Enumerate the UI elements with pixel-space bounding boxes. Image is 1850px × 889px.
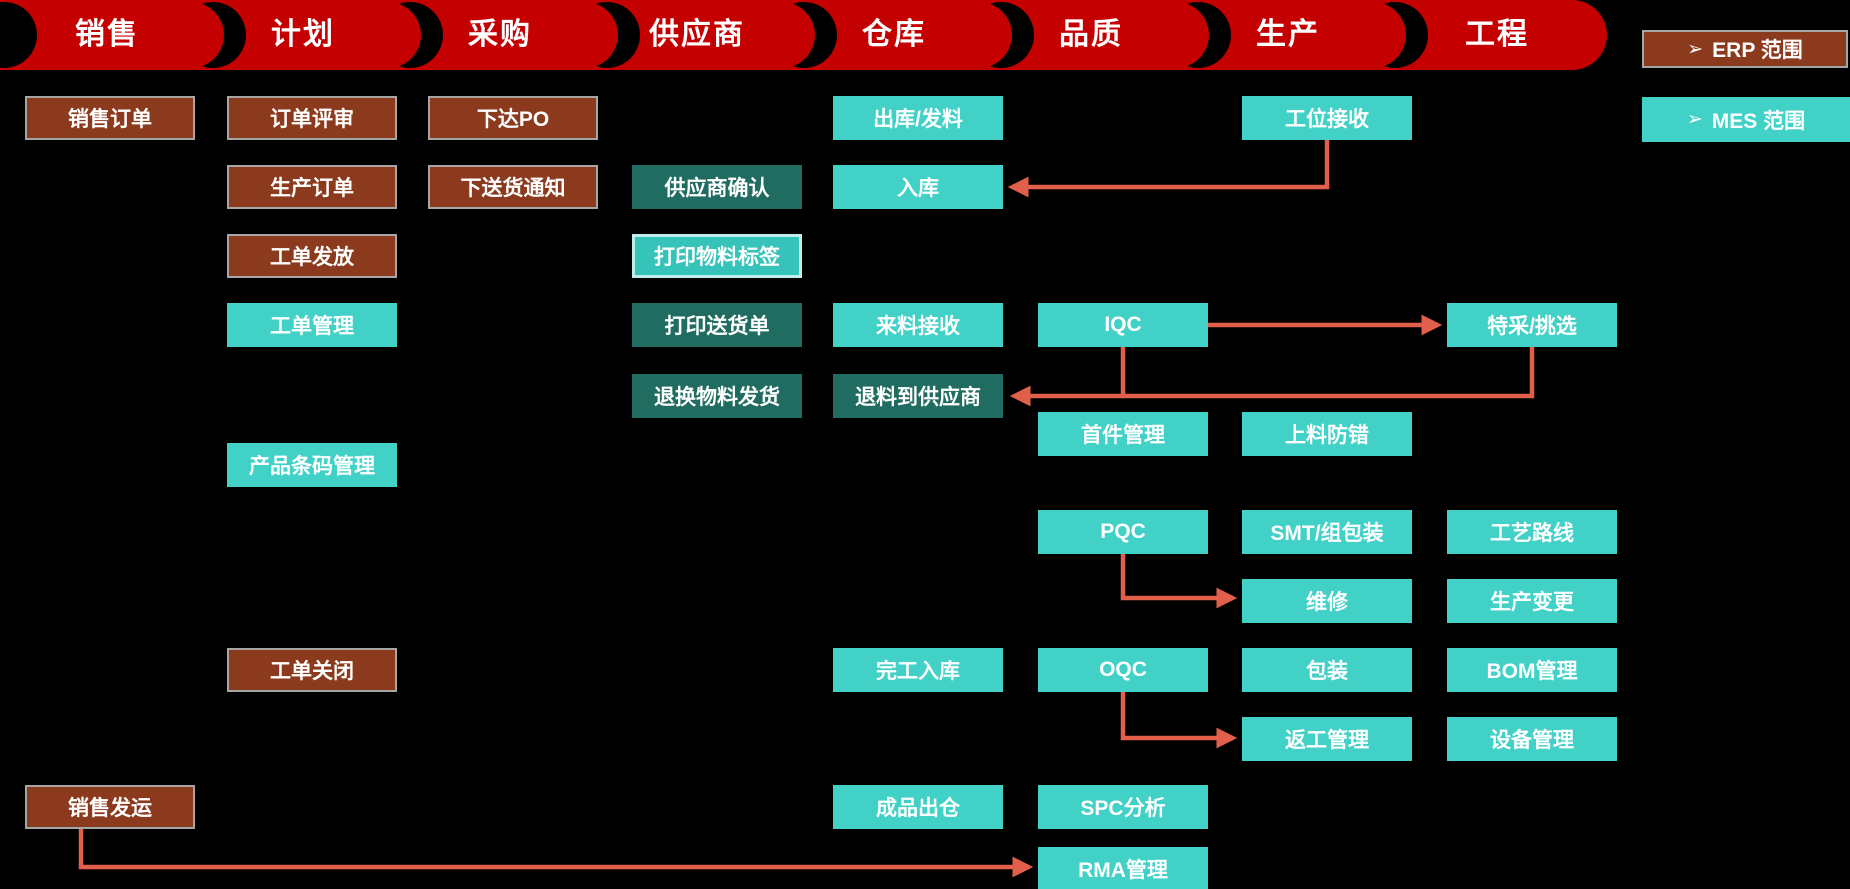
flow-box: 入库: [833, 165, 1003, 209]
header-chevron-icon: [355, 2, 421, 68]
flow-box: BOM管理: [1447, 648, 1617, 692]
flow-box: 包装: [1242, 648, 1412, 692]
legend-label: MES 范围: [1711, 109, 1806, 133]
flow-box: 来料接收: [833, 303, 1003, 347]
arrow-special-pick-to-return-supplier: [1009, 347, 1535, 407]
header-chevron-icon: [552, 2, 618, 68]
flow-box: 下达PO: [428, 96, 598, 140]
flow-box: PQC: [1038, 510, 1208, 554]
flow-box: SMT/组包装: [1242, 510, 1412, 554]
header-label: 品质: [1059, 18, 1123, 51]
arrowhead-bullet-icon: ➢: [1687, 38, 1704, 60]
header-chevron-icon: [749, 2, 815, 68]
flow-box: SPC分析: [1038, 785, 1208, 829]
arrow-station-receive-to-instock: [1007, 140, 1330, 198]
header-chevron-icon: [158, 2, 224, 68]
flow-box: 设备管理: [1447, 717, 1617, 761]
header-label: 仓库: [862, 18, 926, 51]
header-chevron-icon: [946, 2, 1012, 68]
flow-box: 工单管理: [227, 303, 397, 347]
header-label: 工程: [1465, 18, 1529, 51]
flow-box: 上料防错: [1242, 412, 1412, 456]
flow-box: 订单评审: [227, 96, 397, 140]
flow-box: 工单关闭: [227, 648, 397, 692]
flow-box: 首件管理: [1038, 412, 1208, 456]
flow-box: OQC: [1038, 648, 1208, 692]
flow-box: 返工管理: [1242, 717, 1412, 761]
flow-box: 成品出仓: [833, 785, 1003, 829]
header-label: 生产: [1256, 18, 1320, 51]
flow-box: 退料到供应商: [833, 374, 1003, 418]
arrow-pqc-to-repair: [1120, 554, 1238, 609]
legend-item-mes: ➢ MES 范围: [1642, 97, 1850, 142]
header-label: 计划: [271, 18, 335, 51]
flow-box: 销售发运: [25, 785, 195, 829]
header-label: 销售: [75, 18, 139, 51]
arrow-sales-ship-to-rma: [78, 829, 1034, 878]
flow-box: 退换物料发货: [632, 374, 802, 418]
header-chevron-icon: [1143, 2, 1209, 68]
legend-label: ERP 范围: [1712, 39, 1803, 62]
flow-box: IQC: [1038, 303, 1208, 347]
flow-box: 完工入库: [833, 648, 1003, 692]
flow-box: 工单发放: [227, 234, 397, 278]
flow-box: 生产变更: [1447, 579, 1617, 623]
flow-box: 特采/挑选: [1447, 303, 1617, 347]
flow-box: 维修: [1242, 579, 1412, 623]
flow-box: 下送货通知: [428, 165, 598, 209]
flow-box: 打印物料标签: [632, 234, 802, 278]
flow-box: 供应商确认: [632, 165, 802, 209]
flow-box: 产品条码管理: [227, 443, 397, 487]
header-label: 供应商: [649, 18, 745, 51]
legend-item-erp: ➢ ERP 范围: [1642, 30, 1848, 68]
arrow-oqc-to-rework: [1120, 692, 1238, 749]
flow-box: 工位接收: [1242, 96, 1412, 140]
header-chevron-icon: [1340, 2, 1406, 68]
flow-box: 销售订单: [25, 96, 195, 140]
header-label: 采购: [468, 18, 532, 51]
arrowhead-bullet-icon: ➢: [1686, 109, 1703, 130]
flow-box: RMA管理: [1038, 847, 1208, 889]
flow-box: 生产订单: [227, 165, 397, 209]
flow-box: 出库/发料: [833, 96, 1003, 140]
flow-box: 打印送货单: [632, 303, 802, 347]
flow-box: 工艺路线: [1447, 510, 1617, 554]
